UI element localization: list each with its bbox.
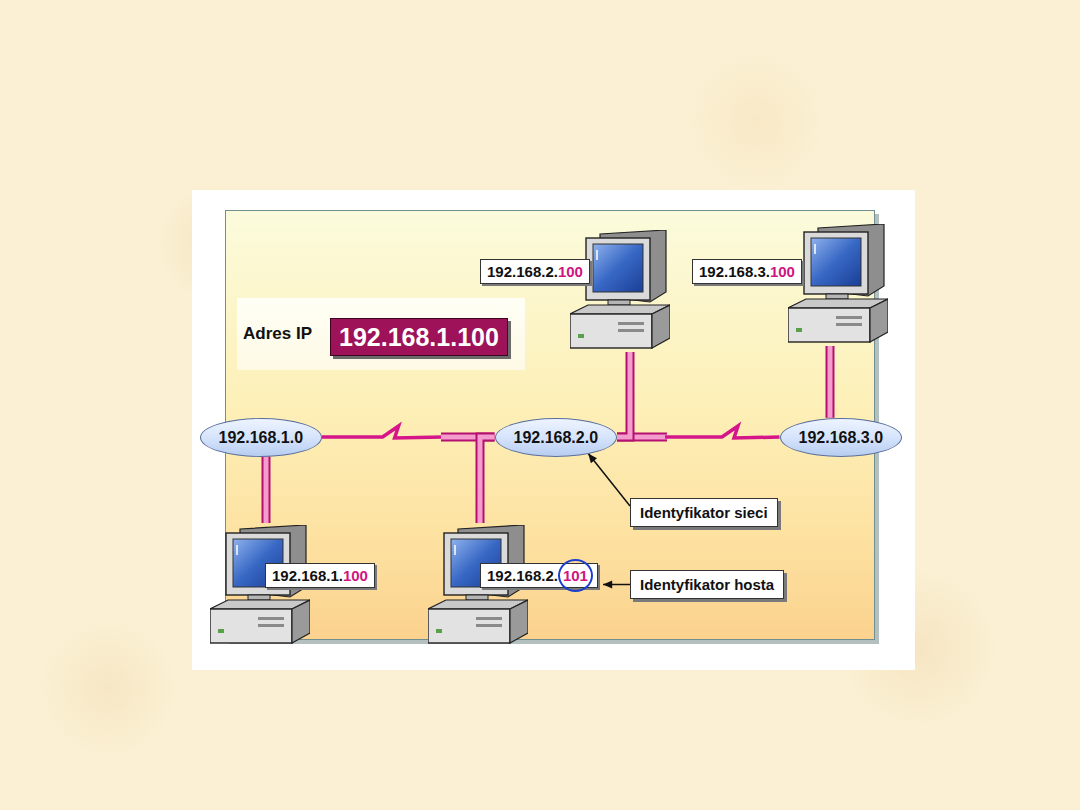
host-id-text: 101 [558,559,593,592]
callout-box: Identyfikator sieci [630,498,778,527]
connector [266,456,267,523]
connector [480,437,495,523]
network-id: 192.168.3.0 [799,429,884,446]
ip-address: 192.168.1.100 [339,323,499,351]
host-computer: 192.168.2.101 [426,523,603,647]
cable [617,352,630,437]
panel-heading: Adres IP [243,324,312,344]
host-computer: 192.168.1.100 [210,523,393,647]
callout-arrow [588,454,630,506]
address-panel: Adres IP 192.168.1.100 [237,298,525,370]
computer-icon [570,230,670,348]
network-ellipse: 192.168.2.0 [495,418,618,457]
wan-link [665,426,780,438]
network-ellipse: 192.168.3.0 [780,418,903,457]
host-computer: 192.168.2.100 [478,230,672,352]
network-id-text: 192.168.1. [272,567,343,584]
host-computer: 192.168.3.100 [690,224,890,346]
cable-outline [262,456,271,523]
cable-outline [826,346,835,418]
connector [322,426,495,438]
callout-text: Identyfikator hosta [640,576,774,593]
address-label: 192.168.2.100 [480,259,590,284]
connector [830,346,831,418]
cable [480,437,495,523]
network-id: 192.168.1.0 [219,429,304,446]
ip-address-box: 192.168.1.100 [330,318,508,356]
arrowhead [603,581,612,589]
connector [603,581,630,589]
network-id-text: 192.168.3. [699,263,770,280]
callout-box: Identyfikator hosta [630,570,784,599]
cable-outline [617,352,630,437]
address-label: 192.168.1.100 [265,563,375,588]
network-ellipse: 192.168.1.0 [200,418,323,457]
network-id-text: 192.168.2. [487,263,558,280]
host-id-text: 100 [558,263,583,280]
host-id-text: 100 [343,567,368,584]
network-id: 192.168.2.0 [514,429,599,446]
callout-text: Identyfikator sieci [640,504,768,521]
address-label: 192.168.3.100 [692,259,802,284]
cable [264,456,269,523]
connector [617,352,630,437]
network-id-text: 192.168.2. [487,567,558,584]
computer-icon [788,224,888,342]
connector [588,454,630,507]
cable-outline [480,437,495,523]
arrowhead [588,454,597,464]
connector [617,426,780,438]
host-id-text: 100 [770,263,795,280]
cable [828,346,833,418]
address-label: 192.168.2.101 [480,563,598,588]
wan-link [322,426,443,438]
